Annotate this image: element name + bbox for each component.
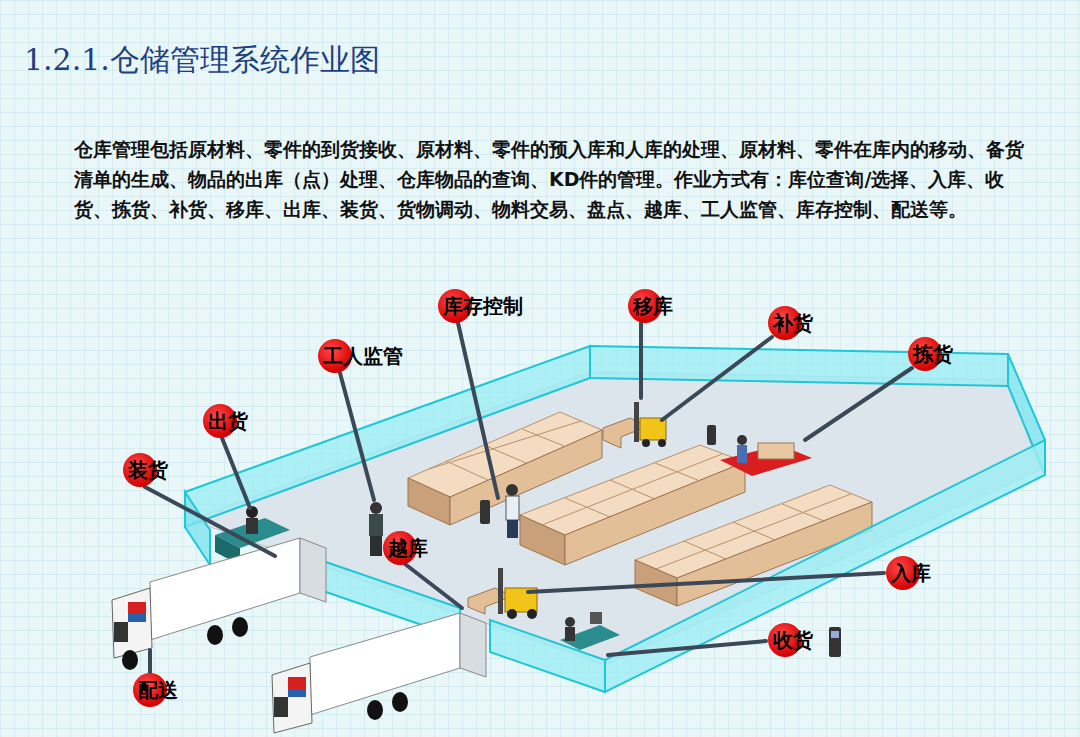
leader-line: [340, 373, 374, 500]
callout: 越库: [383, 531, 431, 565]
person-legs: [370, 536, 382, 556]
leader-line: [805, 368, 912, 440]
callout: 配送: [133, 673, 181, 707]
callout: 库存控制: [438, 289, 526, 323]
page-title: 1.2.1.仓储管理系统作业图: [24, 40, 380, 81]
leader-line: [145, 487, 275, 556]
callout-label: 入库: [886, 556, 934, 590]
truck-trailer: [460, 613, 486, 677]
person: [506, 484, 518, 496]
wheel: [367, 700, 383, 720]
callout-label: 配送: [133, 673, 181, 707]
box-row: [520, 515, 565, 565]
box-grid: [429, 421, 581, 480]
truck-stripe: [288, 689, 306, 697]
wheel: [122, 650, 138, 670]
person: [565, 617, 575, 627]
truck-stripe: [288, 677, 306, 689]
leader-lines: [145, 323, 912, 673]
leader-line: [148, 650, 152, 673]
truck-stripe: [128, 602, 146, 614]
wheel: [527, 609, 537, 619]
leader-line: [528, 573, 884, 592]
person: [369, 514, 383, 536]
scanner: [480, 500, 490, 524]
callout-label: 移库: [628, 289, 676, 323]
truck-cab: [272, 663, 312, 733]
wheel: [642, 439, 650, 447]
callout-label: 库存控制: [438, 289, 526, 323]
truck-grille: [274, 697, 288, 717]
wall: [605, 440, 1045, 692]
person: [370, 502, 382, 514]
callout: 移库: [628, 289, 676, 323]
person: [246, 518, 258, 534]
truck-trailer: [150, 538, 300, 640]
person: [737, 435, 747, 445]
wall: [185, 492, 210, 565]
forklift-mast: [634, 402, 639, 442]
leader-line: [405, 564, 462, 608]
callout-label: 装货: [123, 453, 171, 487]
desk: [560, 625, 620, 650]
truck-stripe: [128, 614, 146, 622]
leader-line: [639, 323, 643, 398]
truck-trailer: [310, 613, 460, 715]
body-text: 仓库管理包括原材料、零件的到货接收、原材料、零件的预入库和人库的处理、原材料、零…: [74, 134, 1024, 224]
callout: 工人监管: [318, 339, 406, 373]
scanner: [707, 425, 716, 445]
leader-line: [608, 641, 766, 655]
truck-grille: [114, 622, 128, 642]
callout-label: 出货: [203, 404, 251, 438]
callout: 拣货: [908, 337, 956, 371]
box-row: [408, 478, 450, 525]
callout: 入库: [886, 556, 934, 590]
box-grid: [542, 454, 722, 525]
person: [506, 496, 519, 520]
callout: 收货: [768, 623, 816, 657]
wheel: [232, 617, 248, 637]
callout-label: 补货: [768, 306, 816, 340]
callout-label: 收货: [768, 623, 816, 657]
leader-line: [458, 323, 498, 498]
forklift-mast: [498, 568, 503, 614]
callout-label: 拣货: [908, 337, 956, 371]
truck-trailer: [300, 538, 326, 602]
callout: 装货: [123, 453, 171, 487]
monitor: [590, 612, 602, 624]
wheel: [658, 439, 666, 447]
wheel: [507, 609, 517, 619]
wheel: [207, 625, 223, 645]
wheel: [392, 692, 408, 712]
callout-label: 工人监管: [318, 339, 406, 373]
person: [737, 445, 747, 463]
callout: 补货: [768, 306, 816, 340]
leader-line: [662, 337, 772, 420]
person: [565, 627, 575, 641]
leader-line: [222, 438, 250, 508]
cart-load: [758, 443, 794, 459]
callout: 出货: [203, 404, 251, 438]
scanner-icon: [831, 631, 839, 638]
person-legs: [507, 520, 518, 538]
scanner-icon: [829, 627, 841, 657]
callout-label: 越库: [383, 531, 431, 565]
truck-cab: [112, 588, 152, 658]
